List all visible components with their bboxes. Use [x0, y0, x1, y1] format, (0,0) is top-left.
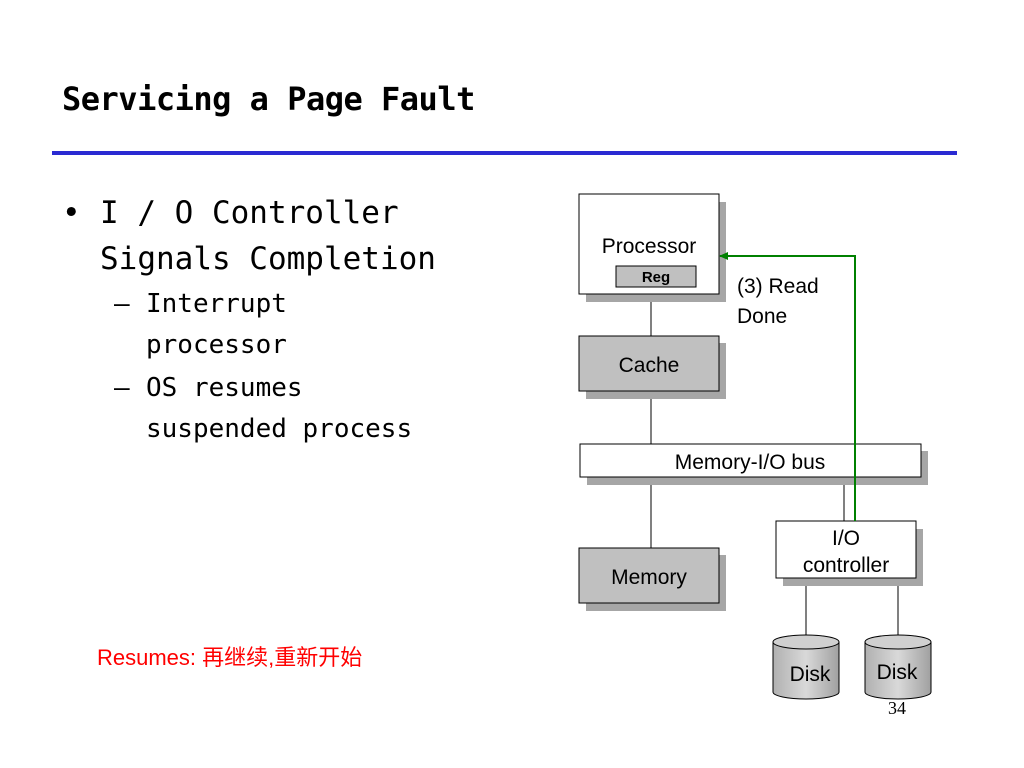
disk-2: Disk — [864, 634, 932, 700]
io-label-line1: I/O — [832, 527, 860, 550]
cache-label: Cache — [619, 354, 680, 377]
main-bullet-text: I / O Controller Signals Completion — [100, 195, 436, 277]
memory-box: Memory — [578, 547, 726, 611]
memory-label: Memory — [611, 566, 687, 589]
sub-bullet-dash: – — [114, 373, 130, 403]
sub-bullet-dash: – — [114, 289, 130, 319]
bus-connectors — [650, 295, 899, 645]
main-bullet: • I / O Controller Signals Completion — [62, 190, 440, 282]
read-done-label-line2: Done — [737, 305, 787, 328]
processor-box: Processor Reg — [578, 193, 726, 302]
title-underline — [52, 151, 957, 155]
processor-label: Processor — [602, 235, 697, 258]
read-done-label-line1: (3) Read — [737, 275, 819, 298]
disk-1: Disk — [772, 634, 840, 700]
cache-box: Cache — [578, 335, 726, 399]
disk-1-label: Disk — [790, 663, 831, 686]
bullet-dot: • — [62, 195, 81, 231]
sub-bullet-text: Interrupt processor — [146, 289, 287, 360]
memory-io-bus: Memory-I/O bus — [579, 443, 928, 485]
sub-bullet-interrupt: – Interrupt processor — [62, 284, 436, 366]
io-controller-box: I/O controller — [775, 520, 923, 586]
read-done-arrow: (3) Read Done — [719, 252, 856, 521]
reg-box: Reg — [615, 265, 697, 288]
disk-2-label: Disk — [877, 661, 918, 684]
page-number: 34 — [888, 698, 906, 718]
sub-bullet-text: OS resumes suspended process — [146, 373, 413, 444]
bullet-list: • I / O Controller Signals Completion – … — [62, 190, 440, 450]
reg-label: Reg — [642, 269, 670, 286]
bus-label: Memory-I/O bus — [675, 451, 826, 474]
io-label-line2: controller — [803, 554, 889, 577]
translation-note: Resumes: 再继续,重新开始 — [97, 645, 363, 670]
sub-bullet-resume: – OS resumes suspended process — [62, 368, 436, 450]
slide-title: Servicing a Page Fault — [62, 80, 475, 118]
